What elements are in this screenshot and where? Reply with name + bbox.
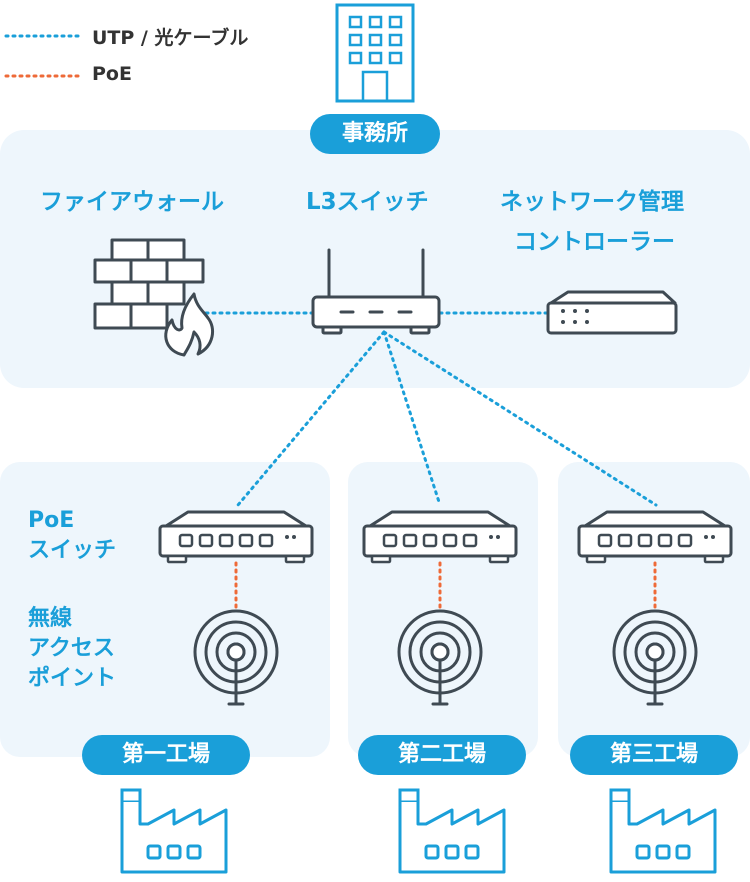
- access-point-label-line3: ポイント: [28, 666, 117, 691]
- office-name-badge: 事務所: [310, 114, 440, 154]
- factory-2-panel: [348, 462, 538, 757]
- poe-switch-icon-factory1: [158, 510, 314, 564]
- factory-2-badge: 第二工場: [358, 735, 526, 775]
- poe-switch-icon-factory2: [362, 510, 518, 564]
- l3-switch-icon: [311, 248, 441, 335]
- access-point-label-line1: 無線: [28, 606, 73, 631]
- poe-switch-label: PoE スイッチ: [28, 508, 116, 564]
- factory-3-panel: [558, 462, 750, 757]
- poe-switch-label-line2: スイッチ: [28, 538, 117, 563]
- factory-icon-2: [398, 788, 506, 874]
- factory-icon-3: [609, 788, 717, 874]
- legend-poe-label: PoE: [92, 63, 132, 85]
- l3-switch-label: L3スイッチ: [306, 189, 429, 215]
- factory-3-badge: 第三工場: [570, 735, 738, 775]
- legend-utp-label: UTP / 光ケーブル: [92, 27, 249, 49]
- utp-l3switch-to-factory3: [382, 330, 658, 507]
- poe-switch-icon-factory3: [577, 510, 733, 564]
- factory-1-badge: 第一工場: [82, 735, 250, 775]
- controller-label-line1: ネットワーク管理: [500, 189, 684, 215]
- office-building-icon: [335, 3, 415, 103]
- firewall-label: ファイアウォール: [40, 189, 224, 215]
- utp-l3switch-to-factory2: [382, 330, 442, 507]
- access-point-label: 無線 アクセス ポイント: [28, 606, 116, 692]
- controller-icon: [546, 290, 678, 335]
- utp-l3switch-to-factory1: [236, 330, 386, 507]
- factory-icon-1: [120, 788, 228, 874]
- access-point-label-line2: アクセス: [28, 636, 115, 661]
- poe-switch-label-line1: PoE: [28, 508, 75, 533]
- controller-label-line2: コントローラー: [514, 229, 675, 255]
- firewall-icon: [93, 238, 215, 357]
